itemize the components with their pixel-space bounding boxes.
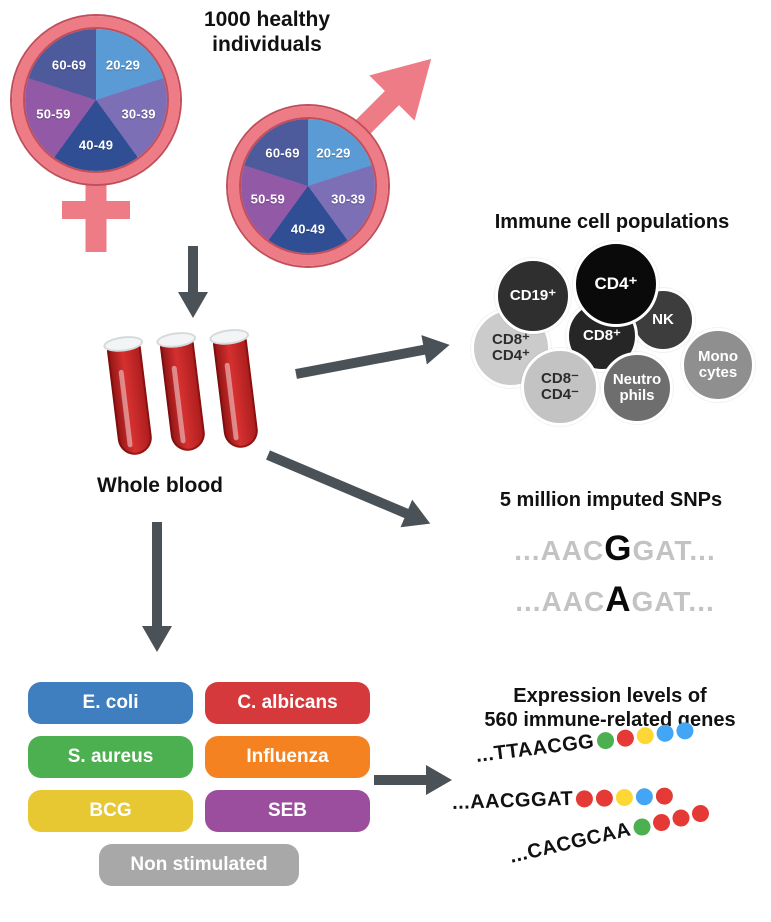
variant-allele-a: A — [605, 579, 632, 619]
stimulus-e-coli: E. coli — [28, 682, 193, 724]
cell-label: CD4⁺ — [594, 274, 638, 294]
cell-cd4: CD4⁺ — [573, 241, 659, 327]
cell-neutrophils: Neutro phils — [601, 352, 673, 424]
stimuli-grid: E. coli C. albicans S. aureus Influenza … — [28, 682, 370, 886]
male-arrow — [352, 58, 432, 138]
expression-bead — [675, 721, 695, 741]
female-symbol: 20-29 30-39 40-49 50-59 60-69 — [12, 16, 180, 184]
female-age-pie: 20-29 30-39 40-49 50-59 60-69 — [25, 29, 167, 171]
expression-bead — [596, 731, 616, 751]
female-age-label-40-49: 40-49 — [78, 137, 114, 153]
snps-title: 5 million imputed SNPs — [499, 489, 723, 511]
cell-label: CD19⁺ — [509, 287, 557, 305]
snp-sequence-2: ...AACAGAT... — [462, 575, 768, 626]
gene-sequence: ...AACGGAT — [451, 787, 574, 814]
male-age-pie: 20-29 30-39 40-49 50-59 60-69 — [241, 119, 375, 253]
tube-shine — [171, 365, 186, 444]
seq-prefix: ...AAC — [515, 585, 606, 617]
expression-bead — [615, 728, 635, 748]
snp-sequence-1: ...AACGGAT... — [462, 524, 768, 575]
male-symbol: 20-29 30-39 40-49 50-59 60-69 — [228, 106, 388, 266]
expression-bead — [631, 816, 653, 838]
tube-shine — [118, 369, 133, 448]
expression-bead — [670, 807, 692, 829]
male-age-label-50-59: 50-59 — [250, 191, 285, 207]
cell-label: CD8⁺ CD4⁺ — [492, 331, 530, 364]
expression-bead — [635, 787, 654, 806]
stimulus-influenza: Influenza — [205, 736, 370, 778]
whole-blood-label: Whole blood — [97, 474, 223, 497]
expression-bead — [690, 803, 711, 824]
female-age-label-60-69: 60-69 — [51, 57, 87, 72]
male-age-label-40-49: 40-49 — [290, 221, 326, 237]
seq-prefix: ...AAC — [514, 535, 605, 566]
male-age-label-30-39: 30-39 — [331, 191, 366, 207]
arrow-blood-to-snps — [266, 450, 431, 528]
expression-bead — [595, 789, 614, 807]
expression-bead — [635, 726, 655, 746]
cell-monocytes: Mono cytes — [681, 328, 755, 402]
cell-label: NK — [652, 311, 674, 329]
snp-sequences: ...AACGGAT... ...AACAGAT... — [462, 524, 768, 626]
male-age-label-20-29: 20-29 — [316, 145, 351, 160]
expression-title: Expression levels of 560 immune-related … — [484, 685, 736, 731]
cell-label: Mono cytes — [698, 348, 738, 381]
expression-bead — [655, 723, 675, 743]
variant-allele-g: G — [604, 529, 633, 568]
seq-suffix: GAT... — [632, 535, 716, 566]
expression-bead — [655, 787, 674, 805]
cohort-title: 1000 healthy individuals — [203, 8, 331, 56]
cell-label: CD8⁻ CD4⁻ — [541, 370, 579, 403]
immune-populations-title: Immune cell populations — [494, 211, 730, 233]
tube-shine — [224, 362, 239, 441]
female-age-label-30-39: 30-39 — [121, 106, 156, 122]
female-age-label-50-59: 50-59 — [36, 106, 71, 122]
arrow-blood-to-cells — [295, 335, 450, 379]
stimulus-bcg: BCG — [28, 790, 193, 832]
expression-bead — [651, 812, 672, 833]
cell-cd8neg-cd4neg: CD8⁻ CD4⁻ — [521, 348, 599, 426]
stimulus-seb: SEB — [205, 790, 370, 832]
female-age-label-20-29: 20-29 — [105, 57, 141, 72]
stimulus-non-stimulated: Non stimulated — [99, 844, 299, 886]
stimulus-s-aureus: S. aureus — [28, 736, 193, 778]
cell-label: Neutro phils — [612, 371, 662, 404]
cell-label: CD8⁺ — [583, 327, 621, 345]
male-age-label-60-69: 60-69 — [265, 145, 300, 160]
cell-cd19: CD19⁺ — [495, 258, 571, 334]
stimulus-c-albicans: C. albicans — [205, 682, 370, 724]
expression-bead — [575, 790, 594, 808]
seq-suffix: GAT... — [631, 585, 715, 617]
expression-bead — [615, 788, 634, 807]
